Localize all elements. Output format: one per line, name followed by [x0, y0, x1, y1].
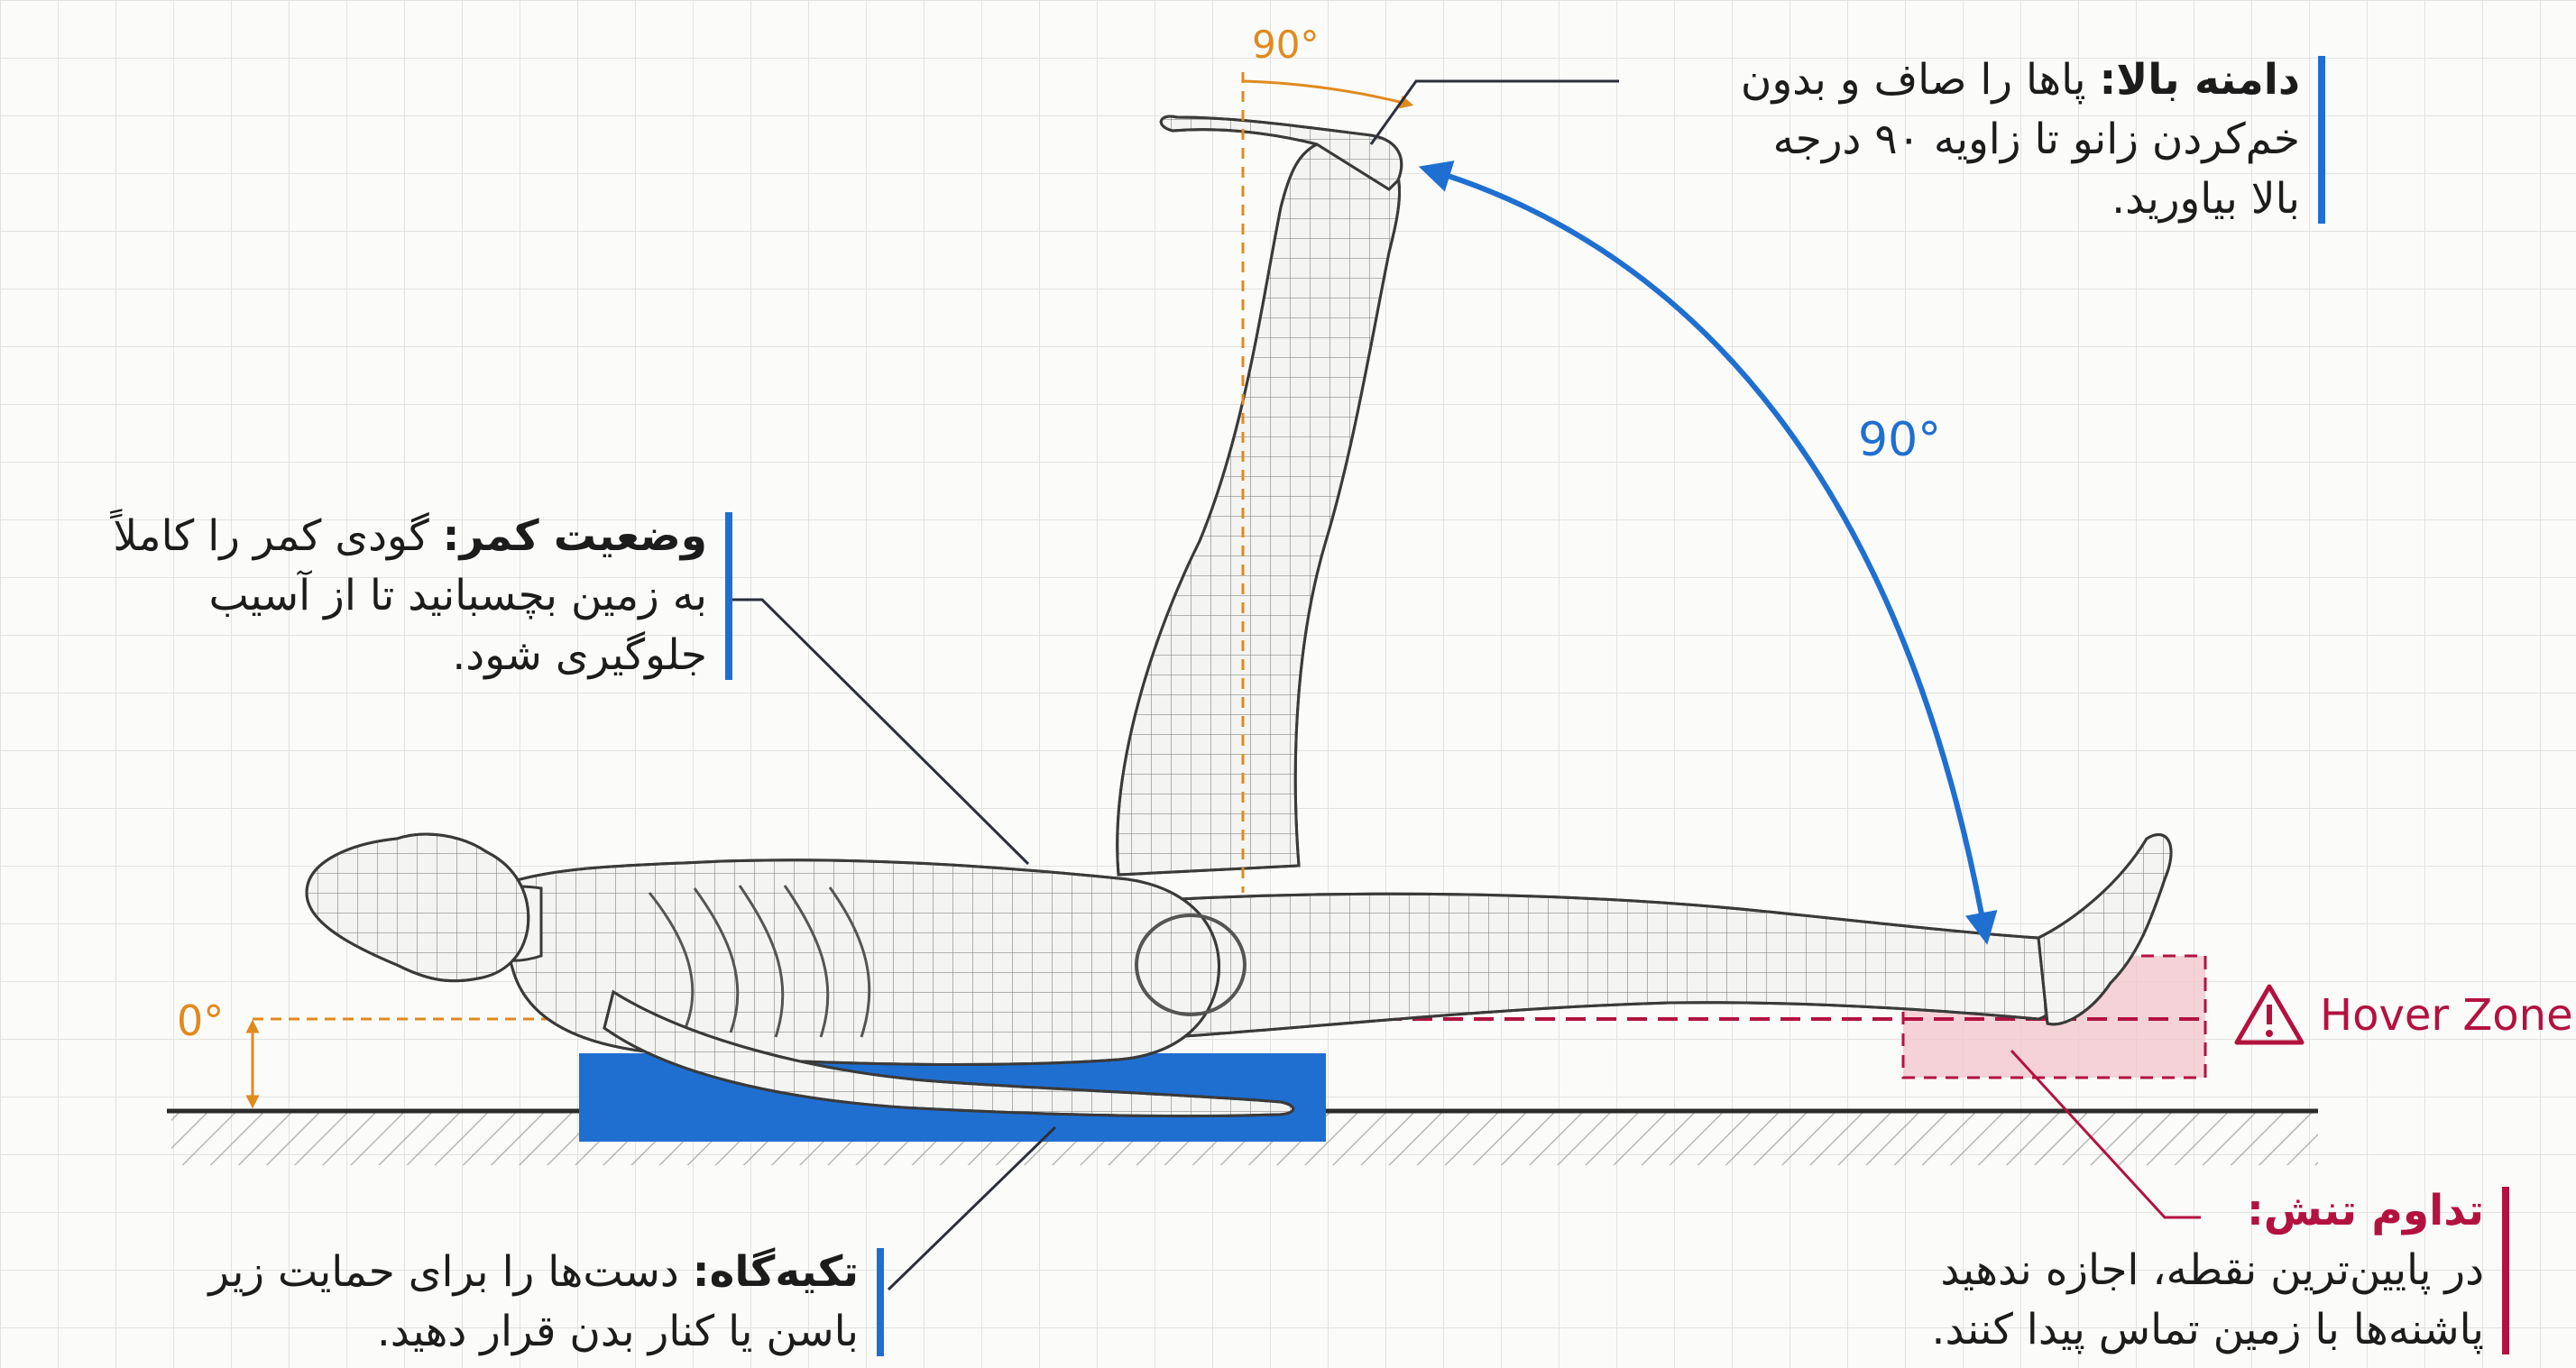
callout-top-range-line1: دامنه بالا: پاها را صاف و بدون [1741, 50, 2300, 110]
callout-top-range-bar [2318, 56, 2325, 224]
callout-top-range-text1: پاها را صاف و بدون [1741, 55, 2086, 105]
callout-tension-bar [2502, 1187, 2509, 1354]
callout-top-range-title: دامنه بالا: [2100, 55, 2300, 105]
callout-tension: تداوم تنش: در پایین‌ترین نقطه، اجازه نده… [1932, 1181, 2510, 1360]
callout-support-line1: تکیه‌گاه: دست‌ها را برای حمایت زیر [208, 1243, 859, 1302]
arc-angle-label: 90° [1858, 413, 1941, 467]
callout-support-title: تکیه‌گاه: [693, 1247, 859, 1297]
callout-back-position-line1: وضعیت کمر: گودی کمر را کاملاً [113, 507, 707, 566]
callout-tension-line2: پاشنه‌ها با زمین تماس پیدا کنند. [1932, 1300, 2485, 1360]
callout-top-range-line3: بالا بیاورید. [1741, 170, 2300, 229]
floor-angle-label: 0° [177, 996, 224, 1045]
callout-support-bar [877, 1248, 884, 1356]
callout-back-position-title: وضعیت کمر: [443, 511, 707, 561]
callout-support-text1: دست‌ها را برای حمایت زیر [208, 1247, 678, 1297]
callout-top-range-line2: خم‌کردن زانو تا زاویه ۹۰ درجه [1741, 110, 2300, 170]
hover-zone-label: Hover Zone [2320, 990, 2573, 1041]
callout-back-position-bar [725, 512, 732, 680]
callout-support-line2: باسن یا کنار بدن قرار دهید. [208, 1302, 859, 1362]
callout-tension-title: تداوم تنش: [1932, 1181, 2485, 1241]
callout-tension-line1: در پایین‌ترین نقطه، اجازه ندهید [1932, 1241, 2485, 1300]
top-angle-label: 90° [1252, 23, 1319, 67]
callout-back-position: وضعیت کمر: گودی کمر را کاملاً به زمین بچ… [113, 507, 732, 685]
callout-back-position-line2: به زمین بچسبانید تا از آسیب [113, 566, 707, 626]
callout-top-range: دامنه بالا: پاها را صاف و بدون خم‌کردن ز… [1741, 50, 2325, 229]
callout-back-position-line3: جلوگیری شود. [113, 626, 707, 685]
callout-support: تکیه‌گاه: دست‌ها را برای حمایت زیر باسن … [208, 1243, 884, 1362]
callout-back-position-text1: گودی کمر را کاملاً [113, 511, 428, 561]
